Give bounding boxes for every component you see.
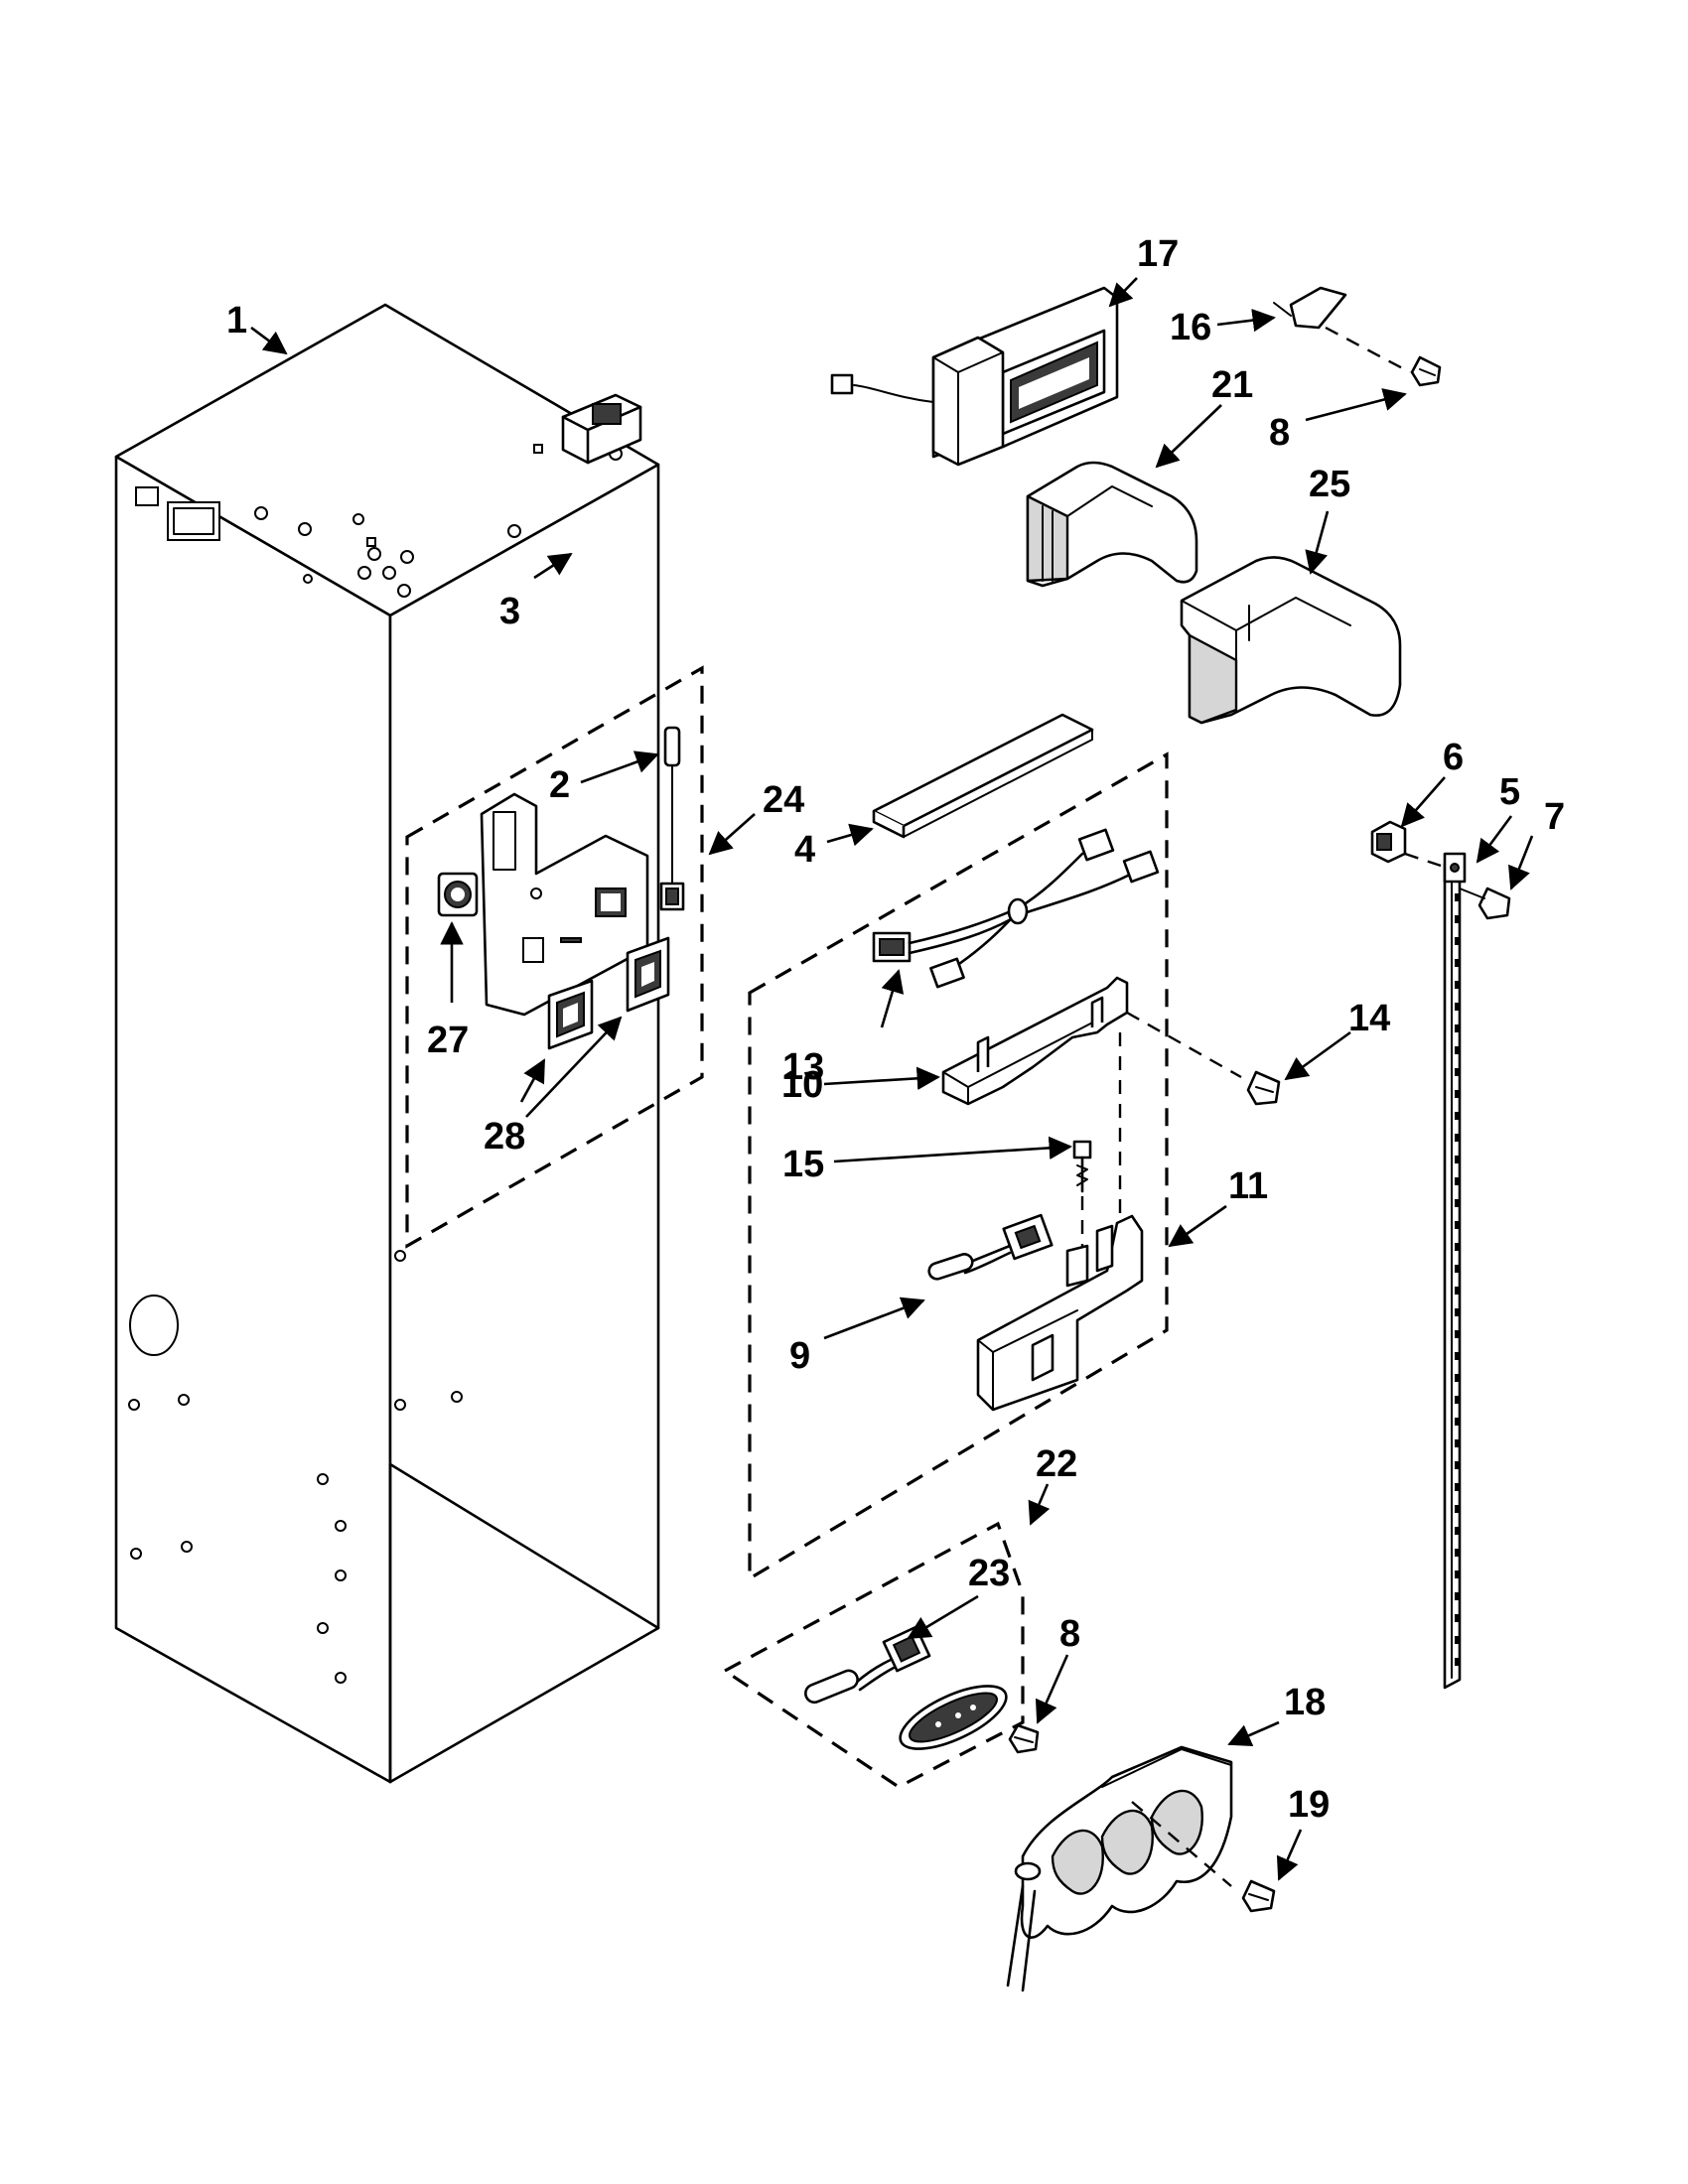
callout-6: 6 — [1443, 737, 1464, 778]
rail-slot — [1455, 1156, 1459, 1163]
callout-24: 24 — [763, 779, 804, 821]
rail-slot — [1455, 1265, 1459, 1273]
rail-slot — [1455, 915, 1459, 923]
callout-25: 25 — [1309, 464, 1350, 505]
part-5-rail — [1443, 852, 1467, 1690]
screw-8-bottom — [1008, 1723, 1040, 1754]
part-25-cover — [1180, 556, 1402, 725]
callout-4: 4 — [794, 829, 815, 871]
rail-slot — [1455, 1308, 1459, 1316]
callout-16: 16 — [1170, 307, 1211, 348]
callout-15: 15 — [782, 1144, 824, 1185]
rail-slot — [1455, 1003, 1459, 1011]
rail-slot — [1455, 1068, 1459, 1076]
rail-slot — [1455, 893, 1459, 901]
rail-slot — [1455, 1396, 1459, 1404]
callout-13: 13 — [782, 1046, 824, 1088]
rail-slot — [1455, 1439, 1459, 1447]
part-4-strip — [872, 713, 1094, 839]
screw-8-top — [1410, 355, 1442, 387]
rail-slot — [1455, 1330, 1459, 1338]
callout-22: 22 — [1036, 1443, 1077, 1485]
part-6-clip — [1370, 820, 1407, 864]
screw-14 — [1246, 1070, 1281, 1106]
rail-slot — [1455, 1636, 1459, 1644]
rail-slot — [1455, 1374, 1459, 1382]
callout-8-top: 8 — [1269, 412, 1290, 454]
rail-slot — [1455, 1112, 1459, 1120]
rail-slot — [1455, 1483, 1459, 1491]
rail-slot — [1455, 1024, 1459, 1032]
rail-slot — [1455, 1243, 1459, 1251]
rail-slot — [1455, 1287, 1459, 1295]
group-22-outline — [721, 1521, 1025, 1789]
leader-lines — [250, 277, 1534, 1881]
rail-slot — [1455, 1505, 1459, 1513]
screw-19 — [1241, 1879, 1276, 1913]
screw-15 — [1072, 1140, 1092, 1193]
rail-slot — [1455, 1549, 1459, 1557]
callout-21: 21 — [1211, 364, 1253, 406]
callout-19: 19 — [1288, 1784, 1330, 1826]
rail-slot — [1455, 1658, 1459, 1666]
callout-3: 3 — [499, 591, 520, 632]
part-18-coil — [1006, 1745, 1233, 1992]
part-22-board — [899, 1685, 1008, 1750]
part-17-assembly — [830, 286, 1119, 467]
callout-2: 2 — [549, 764, 570, 806]
rail-slot — [1455, 1221, 1459, 1229]
part-23-sensor — [804, 1625, 931, 1705]
rail-slot — [1455, 959, 1459, 967]
rail-slot — [1455, 1199, 1459, 1207]
rail-slot — [1455, 1090, 1459, 1098]
callout-8-bottom: 8 — [1059, 1613, 1080, 1655]
callout-17: 17 — [1137, 233, 1179, 275]
callout-28: 28 — [484, 1116, 525, 1158]
callout-18: 18 — [1284, 1682, 1326, 1723]
part-16-bracket — [1273, 286, 1347, 330]
callout-23: 23 — [968, 1553, 1010, 1594]
part-10-bracket — [941, 976, 1129, 1106]
callout-14: 14 — [1348, 998, 1390, 1039]
part-9-sensor — [927, 1213, 1054, 1281]
rail-slot — [1455, 1177, 1459, 1185]
callout-11: 11 — [1228, 1165, 1268, 1207]
rail-slot — [1455, 937, 1459, 945]
callout-9: 9 — [789, 1335, 810, 1377]
part-11-housing — [976, 1214, 1144, 1412]
rail-slot — [1455, 1592, 1459, 1600]
rail-slot — [1455, 981, 1459, 989]
part-21-cover — [1026, 461, 1198, 588]
part-13-harness — [872, 828, 1160, 989]
callout-1: 1 — [226, 300, 247, 341]
rail-slot — [1455, 1461, 1459, 1469]
control-panel-group-24 — [405, 665, 704, 1249]
rail-slot — [1455, 1134, 1459, 1142]
callout-labels: 1 2 3 4 5 6 7 8 8 9 10 11 13 14 15 16 17… — [226, 233, 1565, 1826]
cabinet-part-1 — [114, 303, 660, 1784]
screw-7 — [1459, 887, 1511, 920]
callout-27: 27 — [427, 1020, 469, 1061]
callout-10: 10 — [781, 1064, 823, 1106]
rail-slot — [1455, 1046, 1459, 1054]
callout-5: 5 — [1499, 771, 1520, 813]
rail-slot — [1455, 1527, 1459, 1535]
group-11-outline — [748, 751, 1169, 1581]
rail-slot — [1455, 1614, 1459, 1622]
rail-slot — [1455, 1418, 1459, 1426]
callout-7: 7 — [1544, 796, 1565, 838]
rail-slot — [1455, 1352, 1459, 1360]
rail-slot — [1455, 1570, 1459, 1578]
